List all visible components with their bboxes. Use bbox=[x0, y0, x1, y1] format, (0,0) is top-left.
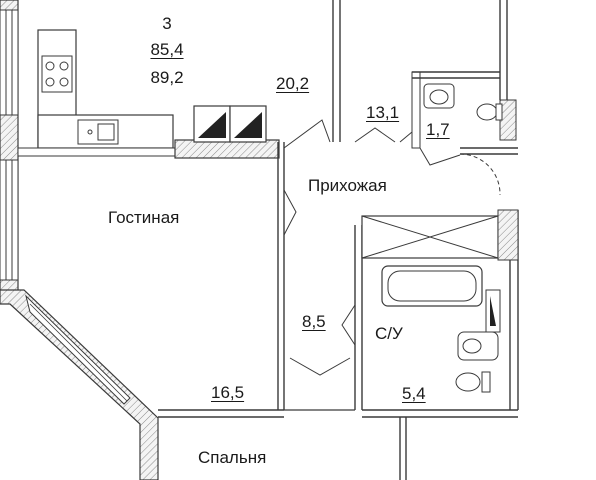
hallway-area-label: 13,1 bbox=[366, 103, 400, 122]
bathroom-name-label: С/У bbox=[375, 324, 403, 343]
living-room-name-label: Гостиная bbox=[108, 208, 180, 227]
exterior-wall-left bbox=[0, 0, 19, 301]
bathroom-area-label: 5,4 bbox=[402, 384, 426, 403]
living-room-area-label: 16,5 bbox=[211, 383, 245, 402]
bay-wall bbox=[0, 289, 159, 480]
kitchen-partition bbox=[17, 105, 280, 159]
wc-fixtures bbox=[423, 83, 503, 121]
hallway-name-label: Прихожая bbox=[308, 176, 387, 195]
kitchen-area-label: 20,2 bbox=[276, 74, 310, 93]
wc-area-label: 1,7 bbox=[426, 120, 450, 139]
kitchen-counter bbox=[37, 29, 174, 149]
interior-walls bbox=[158, 0, 519, 480]
ventilation-shaft bbox=[361, 209, 519, 261]
living-area: 85,4 bbox=[150, 40, 184, 59]
bathroom-fixtures bbox=[381, 265, 501, 393]
total-area: 89,2 bbox=[150, 68, 184, 87]
corridor-area-label: 8,5 bbox=[302, 312, 326, 331]
rooms-count: 3 bbox=[162, 14, 172, 33]
doors bbox=[283, 119, 501, 376]
bedroom-name-label: Спальня bbox=[198, 448, 267, 467]
